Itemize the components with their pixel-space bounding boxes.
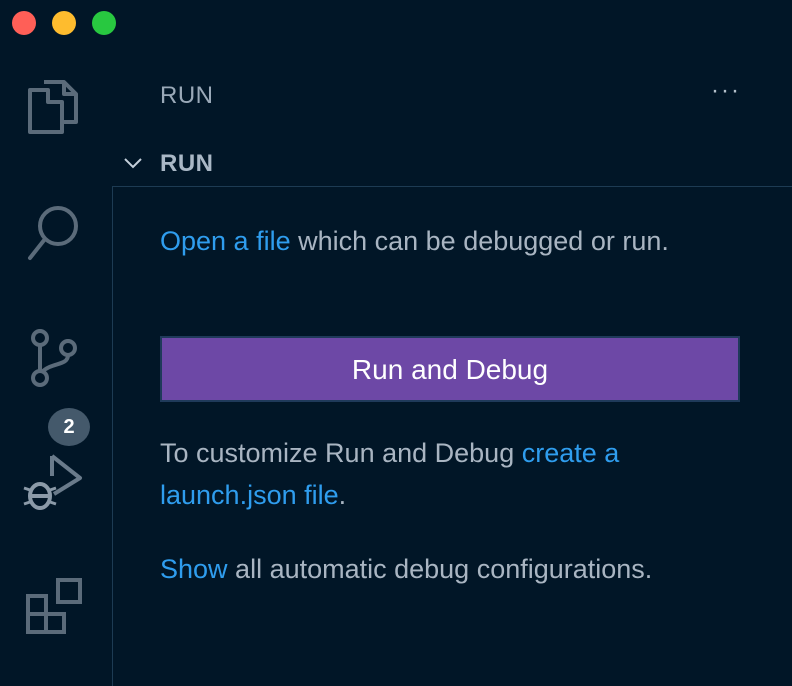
customize-message: To customize Run and Debug create a laun… <box>160 432 750 516</box>
activity-bar: 2 <box>0 48 112 686</box>
open-file-message: Open a file which can be debugged or run… <box>160 220 720 262</box>
close-window-button[interactable] <box>12 11 36 35</box>
chevron-down-icon <box>124 158 142 169</box>
source-control-button[interactable] <box>22 326 86 390</box>
source-control-icon <box>31 329 77 387</box>
source-control-badge: 2 <box>48 408 90 446</box>
show-text: all automatic debug configurations. <box>227 554 653 584</box>
customize-text: To customize Run and Debug <box>160 438 522 468</box>
open-file-text: which can be debugged or run. <box>290 226 669 256</box>
run-debug-button[interactable] <box>22 450 86 514</box>
title-bar <box>0 0 792 48</box>
extensions-icon <box>26 578 82 634</box>
files-icon <box>28 80 78 134</box>
view-title: RUN <box>160 82 214 109</box>
run-panel <box>112 186 792 686</box>
run-and-debug-button[interactable]: Run and Debug <box>160 336 740 402</box>
run-debug-icon <box>23 454 82 510</box>
search-icon <box>28 206 78 260</box>
explorer-button[interactable] <box>22 76 86 140</box>
customize-end: . <box>338 480 347 510</box>
open-file-link[interactable]: Open a file <box>160 226 291 256</box>
show-link[interactable]: Show <box>160 554 228 584</box>
create-launch-json-link[interactable]: create a launch.json file <box>160 438 620 510</box>
more-actions-button[interactable]: ··· <box>711 77 741 104</box>
maximize-window-button[interactable] <box>92 11 116 35</box>
minimize-window-button[interactable] <box>52 11 76 35</box>
run-section-header[interactable]: RUN <box>118 146 792 180</box>
show-configurations-message: Show all automatic debug configurations. <box>160 548 720 590</box>
search-button[interactable] <box>22 200 86 264</box>
extensions-button[interactable] <box>22 574 86 638</box>
section-title: RUN <box>160 150 214 177</box>
